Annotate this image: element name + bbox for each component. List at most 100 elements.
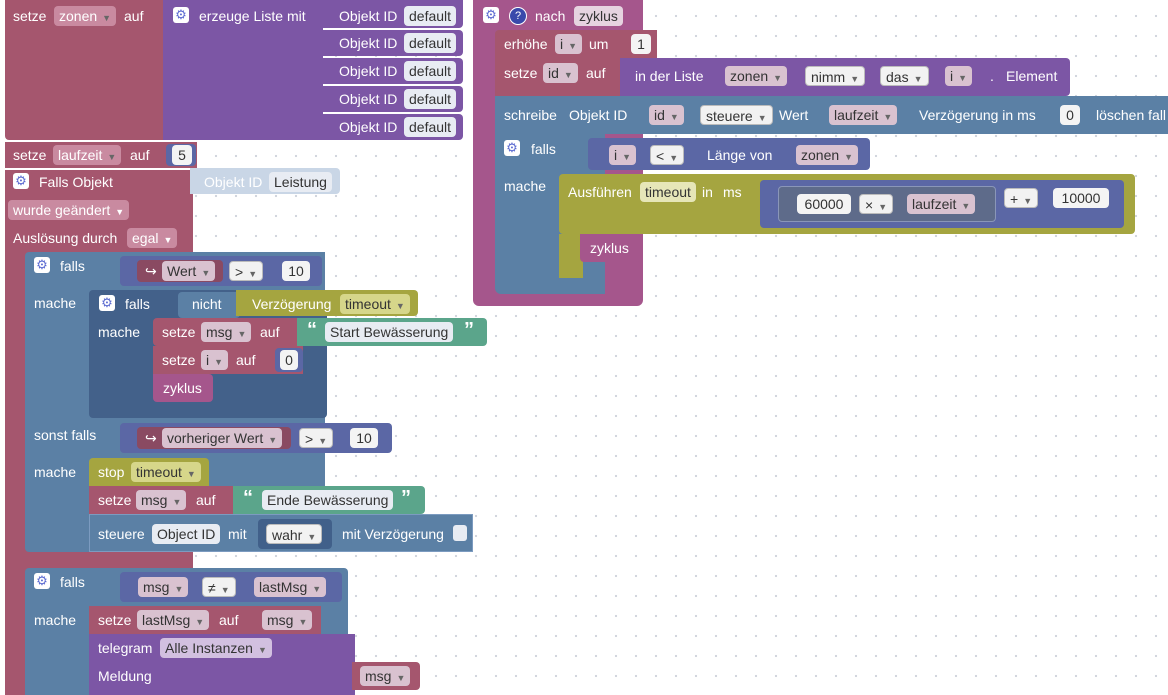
objid-field-2[interactable]: default	[404, 33, 457, 53]
objid-field-3[interactable]: default	[404, 61, 457, 81]
nimm-dropdown[interactable]: nimm▼	[805, 66, 866, 86]
change-dropdown[interactable]: wurde geändert▼	[8, 200, 130, 220]
gear-icon[interactable]: ⚙	[483, 7, 499, 23]
timeout-name[interactable]: timeout	[640, 182, 696, 202]
num-0-b[interactable]: 0	[1060, 105, 1080, 125]
chevron-down-icon: ▼	[396, 673, 406, 683]
label-mache-2: mache	[34, 464, 77, 480]
var-msg-5-label: msg	[365, 668, 392, 684]
var-i-3[interactable]: i▼	[945, 66, 973, 86]
op-gt-1[interactable]: >▼	[229, 261, 264, 281]
label-loeschen: löschen fall	[1096, 107, 1167, 123]
var-laufzeit-3[interactable]: laufzeit▼	[907, 194, 976, 214]
gear-icon[interactable]: ⚙	[504, 140, 520, 156]
var-zonen[interactable]: zonen▼	[54, 6, 117, 26]
label-mache-nested: mache	[98, 324, 141, 340]
label-auf-7: auf	[586, 65, 606, 81]
var-i-2[interactable]: i▼	[555, 34, 583, 54]
call-zyklus-2[interactable]	[580, 234, 640, 262]
label-setze-3: setze	[162, 324, 196, 340]
chevron-down-icon: ▼	[248, 269, 258, 279]
var-zonen-2[interactable]: zonen▼	[725, 66, 788, 86]
var-msg-2[interactable]: msg▼	[136, 490, 187, 510]
gear-icon[interactable]: ⚙	[99, 295, 115, 311]
num-10-b[interactable]: 10	[350, 428, 378, 448]
var-wert[interactable]: Wert▼	[162, 261, 216, 281]
delay-checkbox[interactable]	[453, 525, 467, 541]
chevron-down-icon: ▼	[186, 469, 196, 479]
num-60000[interactable]: 60000	[797, 194, 851, 214]
num-5[interactable]: 5	[172, 145, 192, 165]
chevron-down-icon: ▼	[307, 532, 317, 542]
gear-icon[interactable]: ⚙	[34, 573, 50, 589]
var-i-4[interactable]: i▼	[609, 145, 637, 165]
label-auf-6: auf	[219, 612, 239, 628]
op-gt-2-label: >	[305, 431, 314, 447]
timeout-dropdown-1[interactable]: timeout▼	[340, 294, 410, 314]
chevron-down-icon: ▼	[220, 585, 230, 595]
var-laufzeit[interactable]: laufzeit▼	[53, 145, 122, 165]
op-gt-2[interactable]: >▼	[299, 428, 334, 448]
arrow-icon: ↪	[145, 263, 157, 279]
op-times[interactable]: ×▼	[859, 194, 894, 214]
timeout-dropdown-2[interactable]: timeout▼	[131, 462, 201, 482]
call-zyklus-1[interactable]	[153, 374, 213, 402]
var-laufzeit-2[interactable]: laufzeit▼	[829, 105, 898, 125]
gear-icon[interactable]: ⚙	[173, 7, 189, 23]
label-mit: mit	[228, 526, 247, 542]
op-plus-label: +	[1010, 191, 1019, 207]
var-prev-wert[interactable]: vorheriger Wert▼	[162, 428, 283, 448]
chevron-down-icon: ▼	[563, 70, 573, 80]
num-1[interactable]: 1	[631, 34, 651, 54]
string-ende[interactable]: Ende Bewässerung	[262, 490, 394, 510]
label-mache-4: mache	[504, 178, 547, 194]
instance-dropdown[interactable]: Alle Instanzen▼	[160, 638, 272, 658]
chevron-down-icon: ▼	[568, 41, 578, 51]
label-setze-6: setze	[98, 612, 132, 628]
var-msg-1[interactable]: msg▼	[201, 322, 252, 342]
num-10-a[interactable]: 10	[282, 261, 310, 281]
var-id-1[interactable]: id▼	[543, 63, 578, 83]
create-list-block[interactable]	[163, 0, 323, 140]
chevron-down-icon: ▼	[622, 152, 632, 162]
var-i-2-label: i	[560, 36, 564, 52]
objid-field-5[interactable]: default	[404, 117, 457, 137]
label-auf-4: auf	[236, 352, 256, 368]
label-nicht: nicht	[192, 296, 222, 312]
var-lastmsg-1[interactable]: lastMsg▼	[254, 577, 327, 597]
steuere-dropdown[interactable]: steuere▼	[700, 105, 773, 125]
control-object-id[interactable]: Object ID	[152, 524, 221, 544]
gear-icon[interactable]: ⚙	[34, 257, 50, 273]
not-block[interactable]	[178, 292, 240, 318]
gear-icon[interactable]: ⚙	[13, 173, 29, 189]
num-0[interactable]: 0	[280, 350, 298, 370]
procedure-name[interactable]: zyklus	[574, 6, 623, 26]
objid-field-1[interactable]: default	[404, 6, 457, 26]
var-msg-3[interactable]: msg▼	[138, 577, 189, 597]
var-zonen-3-label: zonen	[801, 147, 840, 163]
op-neq-label: ≠	[208, 580, 216, 596]
label-in-der-liste: in der Liste	[635, 68, 704, 84]
label-auf-3: auf	[260, 324, 280, 340]
var-msg-4[interactable]: msg▼	[262, 610, 313, 630]
var-lastmsg-2[interactable]: lastMsg▼	[137, 610, 210, 630]
op-plus[interactable]: +▼	[1004, 188, 1039, 208]
ausloesung-dropdown[interactable]: egal▼	[127, 228, 178, 248]
var-id-2[interactable]: id▼	[649, 105, 684, 125]
objid-field-leistung[interactable]: Leistung	[269, 172, 332, 192]
wahr-dropdown[interactable]: wahr▼	[266, 524, 323, 544]
num-10000[interactable]: 10000	[1053, 188, 1109, 208]
label-erhoehe: erhöhe	[504, 36, 548, 52]
op-lt[interactable]: <▼	[650, 145, 685, 165]
objid-field-4[interactable]: default	[404, 89, 457, 109]
var-i-1[interactable]: i▼	[201, 350, 229, 370]
help-icon[interactable]: ?	[509, 7, 527, 25]
var-msg-5[interactable]: msg ▼	[360, 666, 411, 686]
chevron-down-icon: ▼	[257, 645, 267, 655]
string-start[interactable]: Start Bewässerung	[325, 322, 454, 342]
op-neq[interactable]: ≠▼	[202, 577, 236, 597]
das-dropdown[interactable]: das▼	[880, 66, 929, 86]
var-zonen-3[interactable]: zonen▼	[796, 145, 859, 165]
arrow-icon: ↪	[145, 430, 157, 446]
chevron-down-icon: ▼	[107, 152, 117, 162]
